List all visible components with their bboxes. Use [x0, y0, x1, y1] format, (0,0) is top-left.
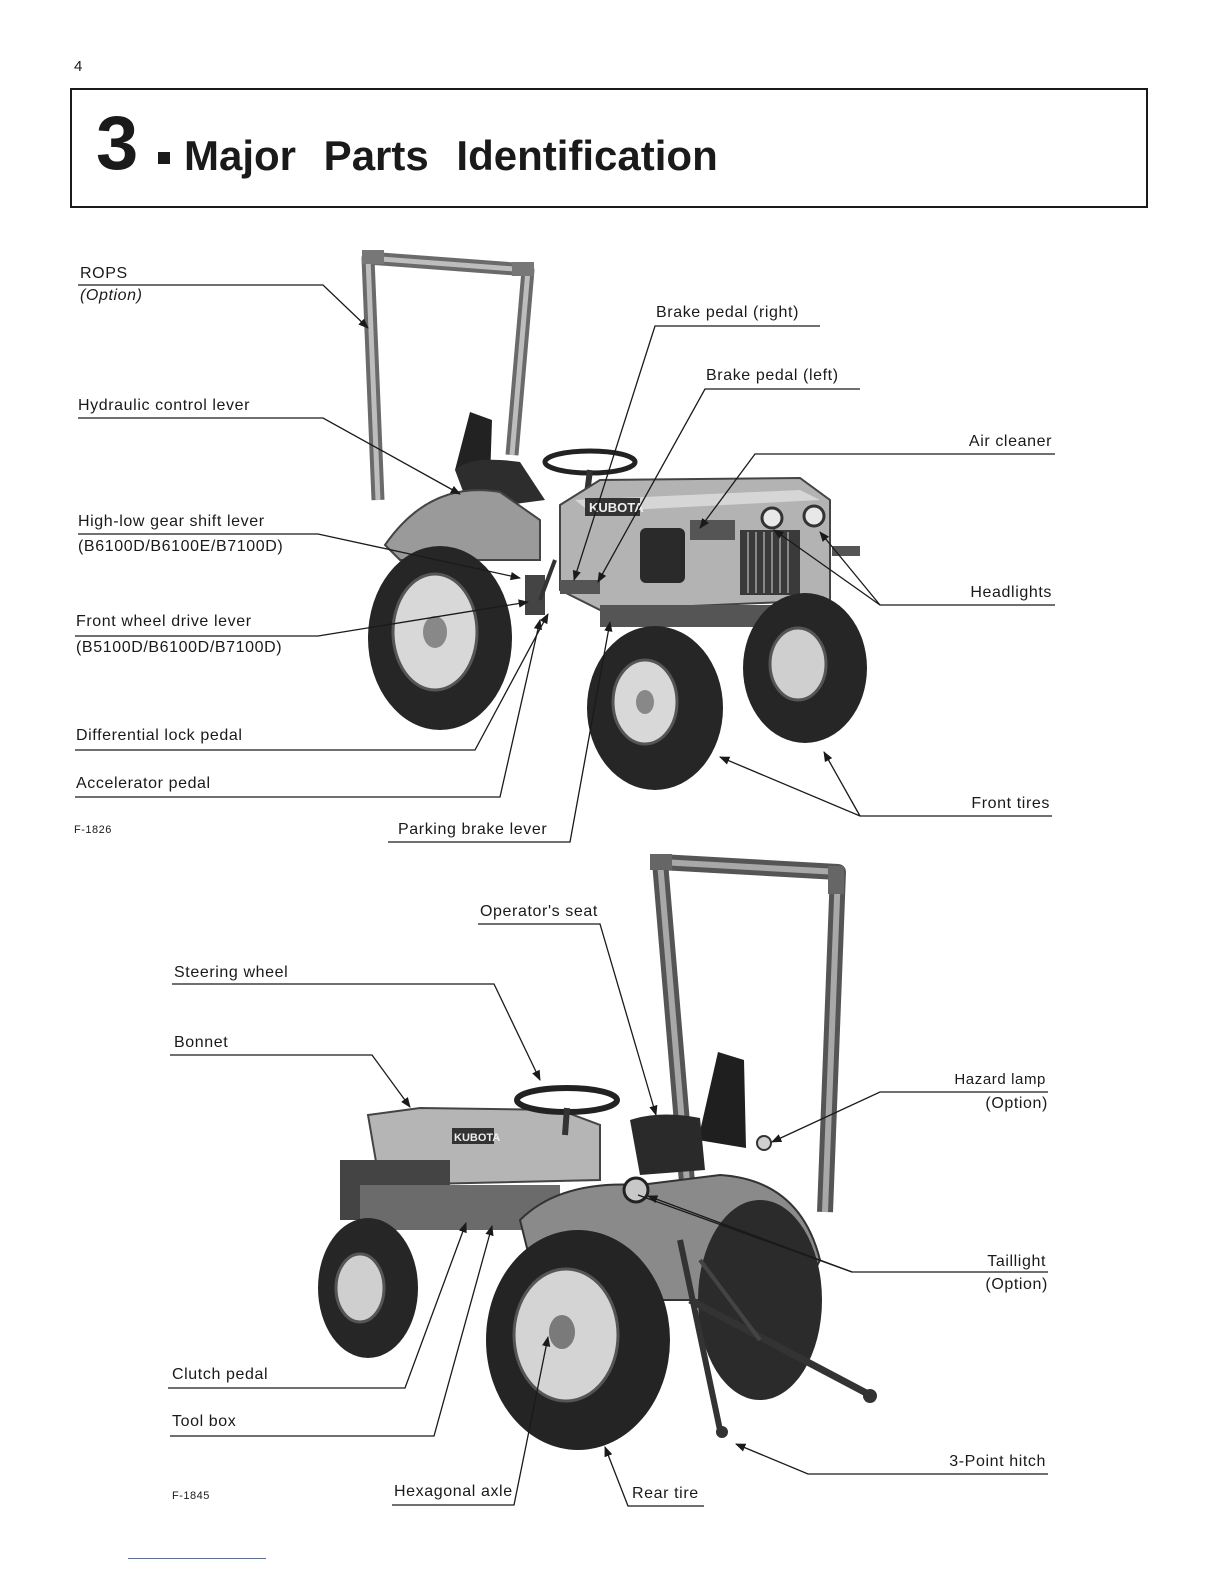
- figure2-leader-lines: [168, 923, 1048, 1507]
- label-hazard-lamp: Hazard lamp: [954, 1071, 1046, 1088]
- tractor-brand-plate: KUBOTA: [589, 500, 644, 515]
- tractor-rear-view-illustration: KUBOTA: [318, 854, 877, 1450]
- tractor-front-view-illustration: KUBOTA: [361, 250, 867, 790]
- label-taillight-option: (Option): [985, 1276, 1048, 1293]
- section-number: 3: [96, 101, 138, 186]
- label-front-wheel-drive-lever: Front wheel drive lever: [76, 613, 252, 630]
- label-steering-wheel: Steering wheel: [174, 964, 289, 981]
- label-high-low-gear-shift-lever: High-low gear shift lever: [78, 513, 265, 530]
- section-title-box: 3 Major Parts Identification: [70, 88, 1148, 208]
- label-differential-lock-pedal: Differential lock pedal: [76, 727, 243, 744]
- label-headlights: Headlights: [970, 584, 1052, 601]
- label-brake-pedal-left: Brake pedal (left): [706, 367, 839, 384]
- label-hexagonal-axle: Hexagonal axle: [394, 1483, 513, 1500]
- label-high-low-models: (B6100D/B6100E/B7100D): [78, 538, 284, 555]
- label-clutch-pedal: Clutch pedal: [172, 1366, 269, 1383]
- label-tool-box: Tool box: [172, 1413, 237, 1430]
- label-bonnet: Bonnet: [174, 1034, 229, 1051]
- label-accelerator-pedal: Accelerator pedal: [76, 775, 211, 792]
- figure1-leader-lines: [75, 284, 1055, 843]
- figure2-id: F-1845: [172, 1490, 210, 1502]
- label-air-cleaner: Air cleaner: [968, 433, 1052, 450]
- label-3-point-hitch: 3-Point hitch: [949, 1453, 1046, 1470]
- label-hydraulic-control-lever: Hydraulic control lever: [78, 397, 251, 414]
- label-rear-tire: Rear tire: [632, 1485, 699, 1502]
- label-front-tires: Front tires: [971, 795, 1050, 812]
- label-brake-pedal-right: Brake pedal (right): [656, 304, 800, 321]
- page-number: 4: [74, 58, 83, 75]
- label-hazard-option: (Option): [985, 1095, 1048, 1112]
- label-rops-option: (Option): [80, 287, 143, 304]
- label-operators-seat: Operator's seat: [480, 903, 598, 920]
- page-footer-rule: [128, 1558, 266, 1559]
- section-title: Major Parts Identification: [184, 132, 718, 179]
- label-parking-brake-lever: Parking brake lever: [398, 821, 548, 838]
- tractor-brand-plate-rear: KUBOTA: [454, 1132, 500, 1144]
- label-front-wheel-models: (B5100D/B6100D/B7100D): [76, 639, 283, 656]
- section-number-dot: [158, 152, 170, 164]
- figure1-id: F-1826: [74, 824, 112, 836]
- label-rops: ROPS: [80, 265, 128, 282]
- label-taillight: Taillight: [987, 1253, 1046, 1270]
